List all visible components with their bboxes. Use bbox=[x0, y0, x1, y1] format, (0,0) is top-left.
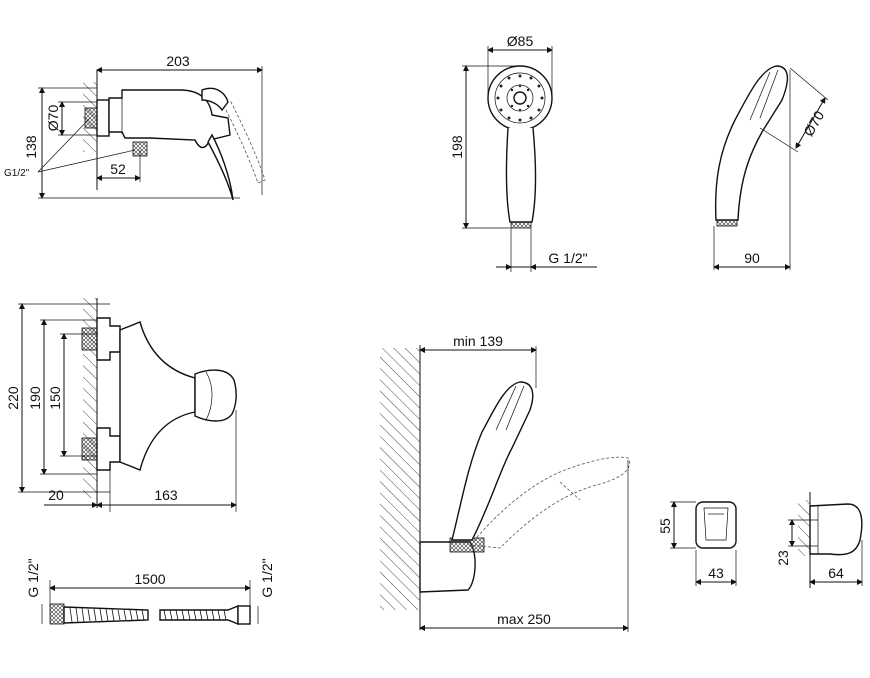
mixer-thread-label: G1/2" bbox=[4, 168, 30, 179]
mixer-front-view: 220 190 150 20 163 bbox=[5, 298, 237, 512]
mixer-height-label: 138 bbox=[23, 135, 39, 159]
front-mid-height-label: 190 bbox=[27, 386, 43, 410]
front-total-height-label: 220 bbox=[5, 386, 21, 410]
hose-nut-right bbox=[237, 605, 251, 625]
hose-thread-left-label: G 1/2" bbox=[25, 558, 41, 597]
nozzle-dots bbox=[496, 74, 544, 122]
holder-width-label: 43 bbox=[708, 565, 724, 581]
mixer-offset-label: 52 bbox=[110, 161, 126, 177]
hose-nut-left bbox=[49, 603, 65, 625]
head-diameter-label: Ø85 bbox=[507, 33, 534, 49]
front-depth-label: 163 bbox=[154, 487, 178, 503]
side-depth-label: 90 bbox=[744, 250, 760, 266]
mixer-diameter-label: Ø70 bbox=[45, 105, 61, 132]
wall-hatch bbox=[380, 348, 420, 610]
head-height-label: 198 bbox=[449, 135, 465, 159]
holder-height-label: 55 bbox=[657, 518, 673, 534]
holder-depth-label: 64 bbox=[828, 565, 844, 581]
hose-view: 1500 G 1/2" G 1/2" bbox=[25, 558, 275, 626]
hose-thread-right-label: G 1/2" bbox=[259, 558, 275, 597]
shower-head-front-view: Ø85 198 G 1/2" bbox=[449, 33, 597, 272]
min-reach-label: min 139 bbox=[453, 333, 503, 349]
holder-side-height-label: 23 bbox=[775, 550, 791, 566]
front-inner-height-label: 150 bbox=[47, 386, 63, 410]
front-wall-offset-label: 20 bbox=[48, 487, 64, 503]
hose-coils-right bbox=[163, 609, 227, 621]
holder-front-view: 55 43 bbox=[657, 501, 737, 586]
mixer-width-label: 203 bbox=[166, 53, 190, 69]
holder-side-view: 23 64 bbox=[775, 492, 863, 588]
side-diameter-label: Ø70 bbox=[800, 108, 827, 139]
wall-mount-view: min 139 max 250 bbox=[380, 333, 630, 632]
head-thread-label: G 1/2" bbox=[548, 250, 587, 266]
shower-head-side-view: Ø70 90 bbox=[713, 65, 829, 270]
max-reach-label: max 250 bbox=[497, 611, 551, 627]
wall-hatch bbox=[798, 500, 810, 556]
hose-coils-left bbox=[69, 607, 145, 623]
mixer-top-view: 203 138 Ø70 52 G1/2" bbox=[4, 53, 266, 201]
hose-length-label: 1500 bbox=[134, 571, 165, 587]
